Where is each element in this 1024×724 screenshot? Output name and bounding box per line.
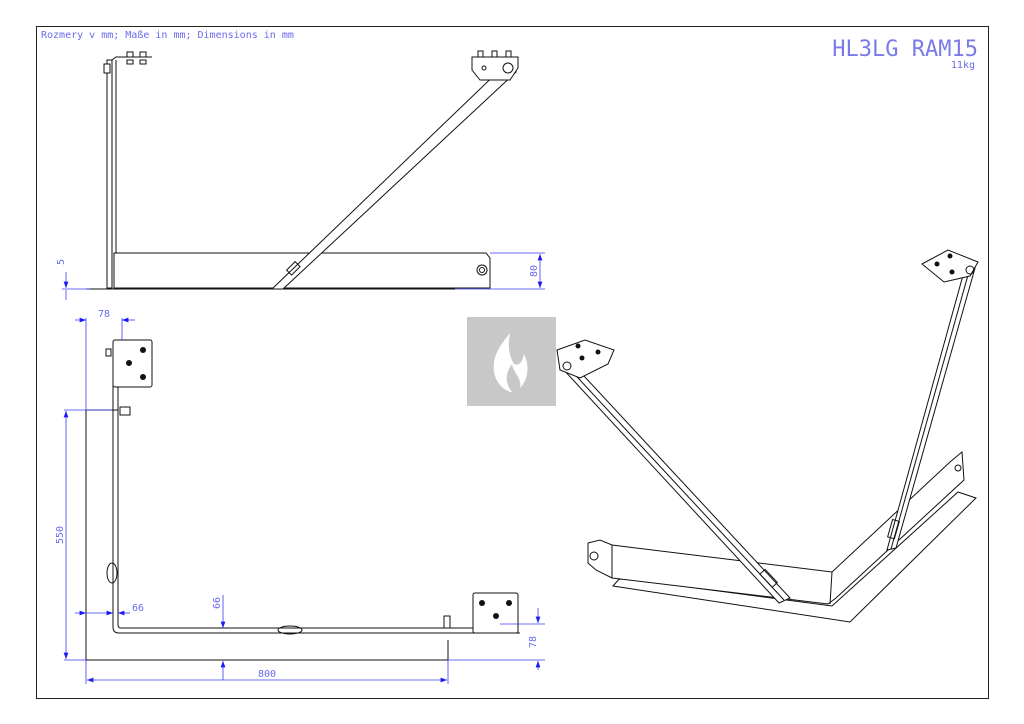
drawing-frame [36, 26, 989, 699]
dim-bar-height: 80 [529, 265, 540, 277]
top-view: 78 550 66 66 800 78 [55, 309, 545, 684]
dim-bracket-offset-top: 78 [98, 309, 110, 320]
watermark-flame [467, 317, 556, 406]
flame-icon [493, 333, 528, 392]
weight-label: 11kg [951, 60, 975, 71]
units-note: Rozmery v mm; Maße in mm; Dimensions in … [41, 30, 294, 41]
side-view: 5 80 [56, 50, 545, 300]
bolt-icon [126, 51, 147, 65]
dim-inner-offset-vertical: 66 [212, 597, 223, 609]
dim-width: 800 [258, 669, 276, 680]
dim-plate-thickness: 5 [56, 259, 67, 265]
dim-height: 550 [55, 526, 66, 544]
dim-bracket-offset-right: 78 [528, 636, 539, 648]
isometric-view [556, 249, 979, 623]
dim-inner-offset-horizontal: 66 [132, 603, 144, 614]
model-title: HL3LG RAM15 [832, 37, 978, 62]
